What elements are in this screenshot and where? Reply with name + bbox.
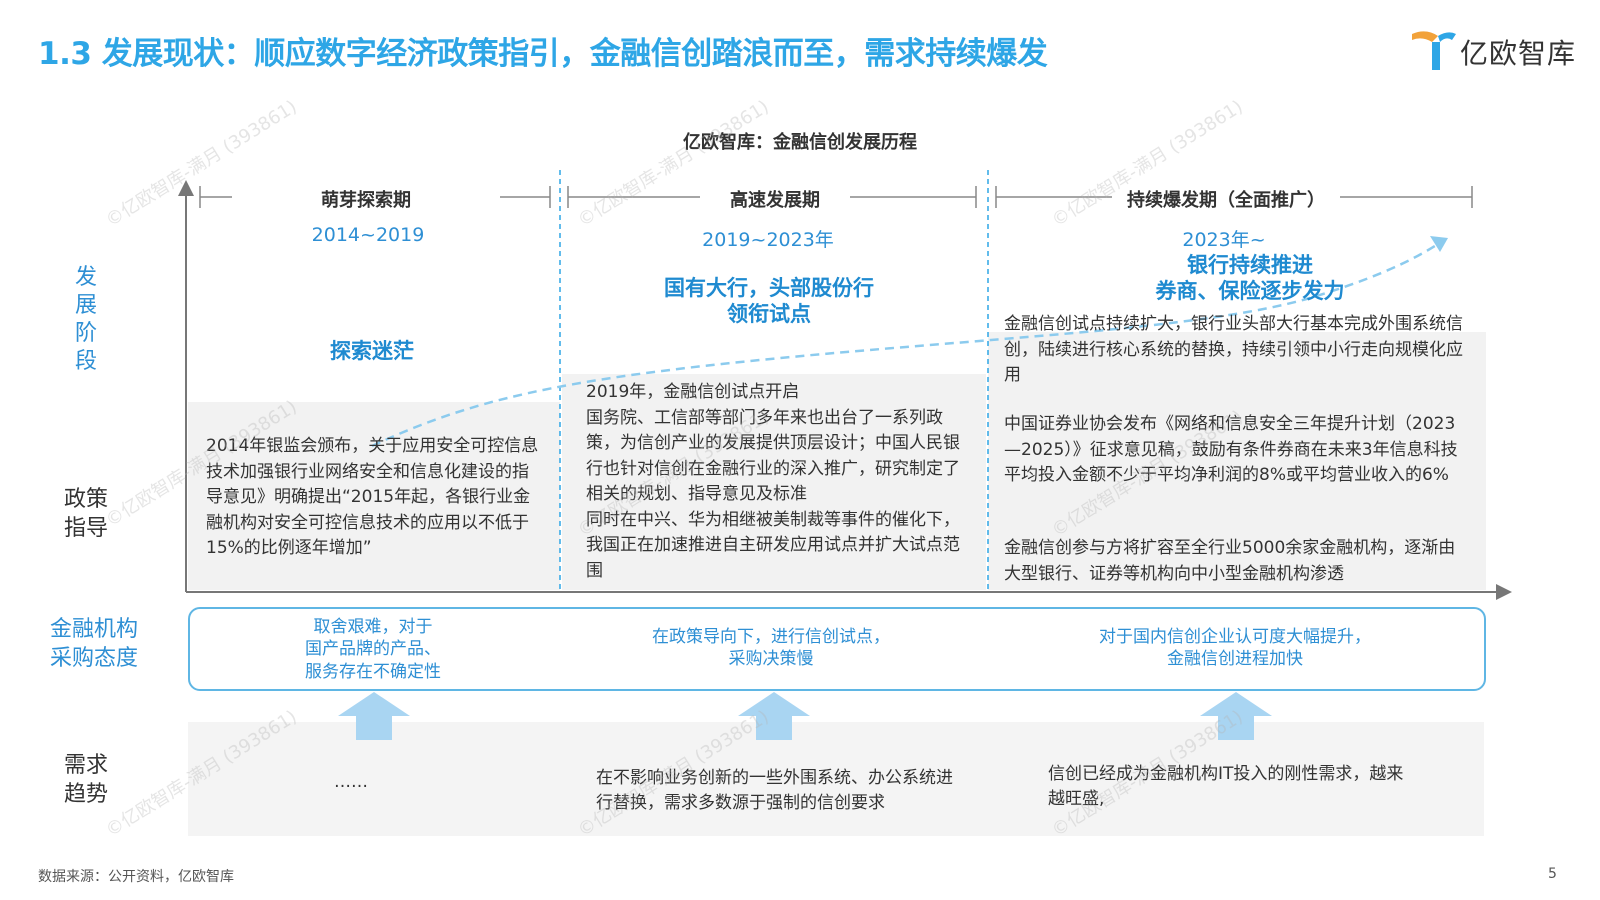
phase-3-years: 2023年~ [1182,229,1266,251]
phase-3-policy-3: 金融信创参与方将扩容至全行业5000余家金融机构，逐渐由大型银行、证券等机构向中… [1004,538,1456,584]
logo-text: 亿欧智库 [1460,37,1577,70]
phase-2-policy: 2019年，金融信创试点开启 国务院、工信部等部门多年来也出台了一系列政策，为信… [586,382,960,581]
phase-2-years: 2019~2023年 [702,229,834,251]
logo-mark-icon [1412,31,1456,70]
phase-2-highlight: 国有大行，头部股份行 领衔试点 [664,276,874,327]
phase-1-attitude: 取舍艰难，对于 国产品牌的产品、 服务存在不确定性 [305,617,441,682]
demand-panel [188,722,1484,836]
phase-1-highlight: 探索迷茫 [330,339,414,363]
chart-title: 亿欧智库：金融信创发展历程 [683,132,917,153]
data-source: 数据来源：公开资料，亿欧智库 [38,869,234,885]
phase-1-demand: …… [334,772,368,792]
phase-3-policy-1: 金融信创试点持续扩大，银行业头部大行基本完成外围系统信创，陆续进行核心系统的替换… [1004,314,1463,385]
policy-panel-1 [188,402,560,590]
yiou-logo: 亿欧智库 [1408,24,1578,74]
phase-3-name: 持续爆发期（全面推广） [1127,190,1325,211]
phase-1-policy: 2014年银监会颁布，关于应用安全可控信息技术加强银行业网络安全和信息化建设的指… [206,436,539,558]
phase-3-highlight: 银行持续推进 券商、保险逐步发力 [1155,253,1345,304]
phase-1-years: 2014~2019 [311,224,425,246]
phase-3-demand: 信创已经成为金融机构IT投入的刚性需求，越来越旺盛, [1048,764,1404,809]
row-label-stage: 发 展 阶 段 [74,265,97,375]
attitude-box [188,607,1486,691]
phase-1-name: 萌芽探索期 [321,190,411,211]
phase-2-demand: 在不影响业务创新的一些外围系统、办公系统进行替换，需求多数源于强制的信创要求 [596,768,953,813]
phase-2-attitude: 在政策导向下，进行信创试点， 采购决策慢 [652,627,890,670]
row-label-policy: 政策 指导 [63,487,108,541]
page-number: 5 [1548,866,1557,882]
phase-3-attitude: 对于国内信创企业认可度大幅提升， 金融信创进程加快 [1099,627,1371,670]
phase-3-policy-2: 中国证券业协会发布《网络和信息安全三年提升计划（2023—2025）》征求意见稿… [1004,414,1458,485]
policy-panel-2 [562,374,986,590]
row-label-attitude: 金融机构 采购态度 [49,617,138,671]
phase-2-name: 高速发展期 [730,190,820,211]
policy-panel-3 [988,332,1486,590]
row-label-demand: 需求 趋势 [63,753,108,807]
page-title: 1.3 发展现状：顺应数字经济政策指引，金融信创踏浪而至，需求持续爆发 [38,36,1048,72]
